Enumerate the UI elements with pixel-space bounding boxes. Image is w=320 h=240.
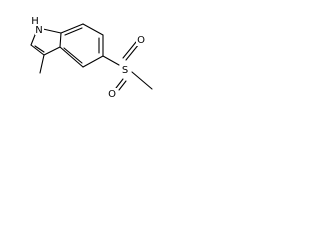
bond-c2-c3-double <box>34 45 45 53</box>
bond-c5-s <box>102 55 120 66</box>
bond-s-o-bottom <box>115 78 124 89</box>
bond-s-o-top <box>125 43 140 61</box>
bond-c3a-c7a <box>59 32 62 48</box>
bond-c3-c3a <box>43 46 61 56</box>
bond-c3-methyl <box>39 54 45 74</box>
bond-c7a-n <box>42 28 62 34</box>
bond-c7-c6 <box>82 23 104 36</box>
bond-c5-c4 <box>82 55 104 68</box>
bond-s-methyl <box>131 71 153 90</box>
molecule-diagram: H N S O O <box>30 16 153 100</box>
atom-label-o-top: O <box>137 35 145 46</box>
bond-s-o-top-double <box>122 41 137 59</box>
bond-c7a-c7 <box>60 23 84 34</box>
atom-label-s: S <box>122 65 128 76</box>
label-bg-n <box>35 24 44 35</box>
label-bg-h <box>32 16 40 26</box>
label-bg-o-top <box>136 35 146 46</box>
bond-c2-c3 <box>30 44 45 56</box>
bond-s-o-bottom-double <box>118 80 127 91</box>
atom-label-h: H <box>31 16 39 27</box>
bond-c4-c3a <box>59 46 84 68</box>
bond-c4-c3a-double <box>63 47 83 64</box>
bond-c7a-c7-double <box>64 27 83 36</box>
atom-label-o-bottom: O <box>108 89 116 100</box>
atom-label-n: N <box>35 25 42 36</box>
label-bg-s <box>120 64 130 76</box>
label-bg-o-bottom <box>107 88 117 99</box>
